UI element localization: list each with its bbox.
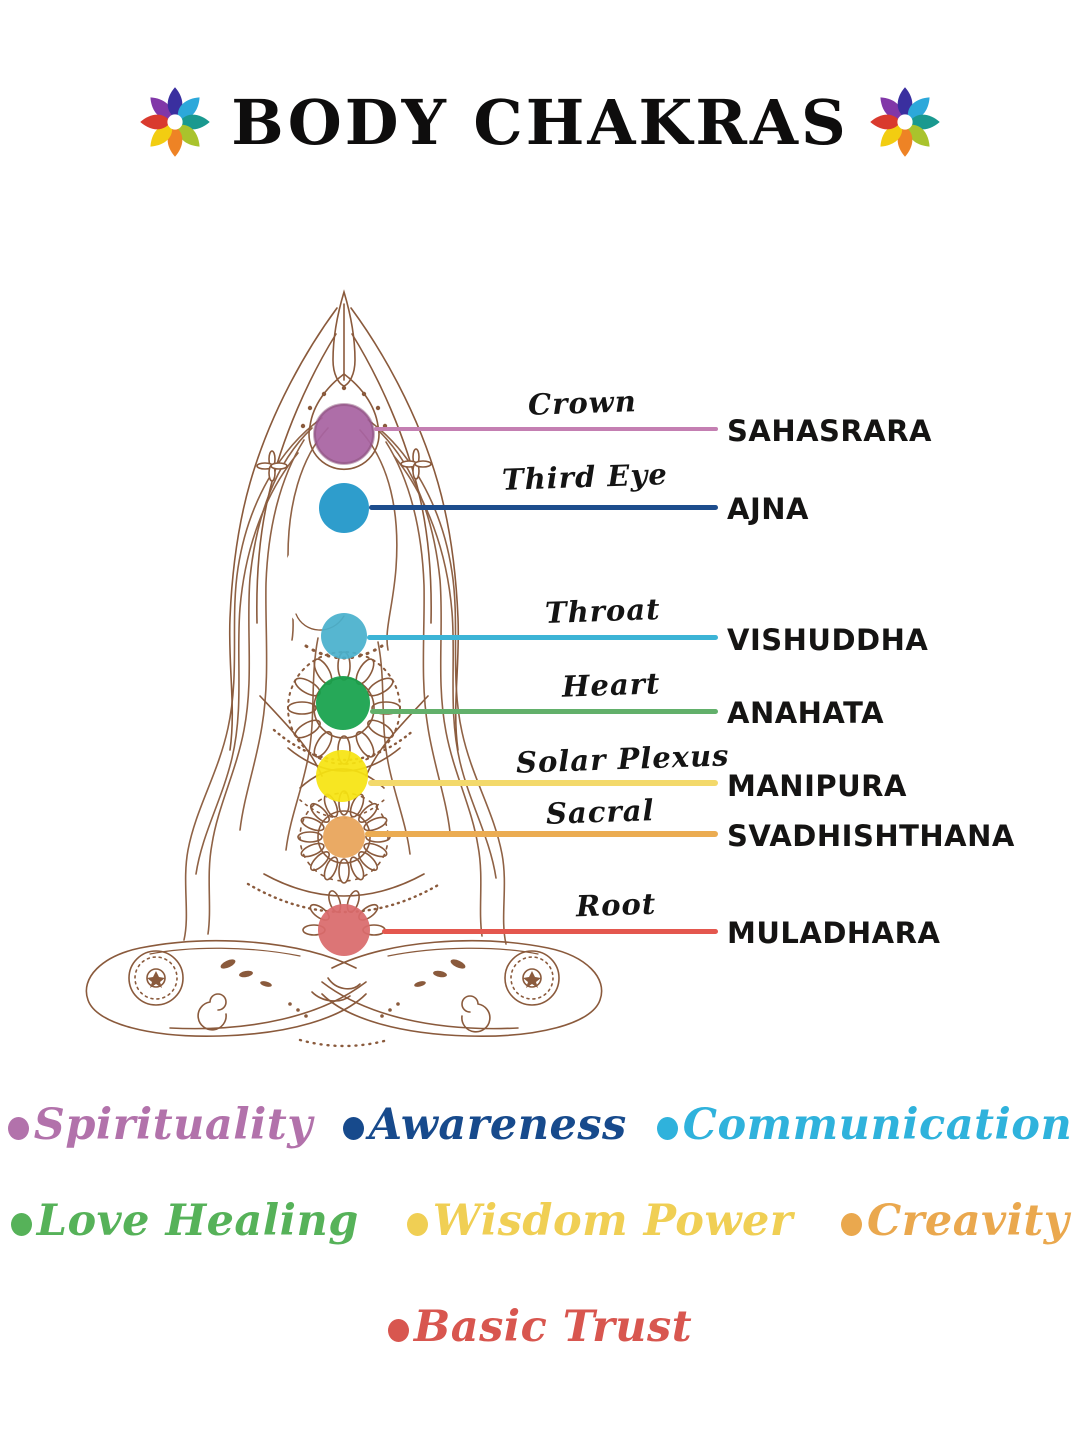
arms-and-hands (230, 292, 459, 750)
keyword-row-2: Love Healing Wisdom Power Creavity (0, 1196, 1080, 1246)
keyword-label: Basic Trust (413, 1302, 693, 1352)
flower-petal (150, 97, 173, 120)
third-eye-chakra-dot (319, 483, 369, 533)
sacral-pointer-line (365, 831, 718, 837)
third-eye-pointer-line (369, 505, 718, 510)
bullet-icon (342, 1116, 364, 1140)
keyword-label: Love Healing (36, 1196, 359, 1246)
keyword-label: Communication (682, 1100, 1073, 1150)
keyword-love-healing: Love Healing (10, 1196, 359, 1246)
bullet-icon (7, 1116, 29, 1140)
lotus-flower-icon-left (140, 87, 210, 157)
sacral-label: Sacral (545, 793, 656, 831)
keyword-label: Creavity (866, 1196, 1070, 1246)
solar-plexus-pointer-line (368, 780, 718, 786)
poster-title: BODY CHAKRAS (231, 85, 849, 159)
flower-petal (870, 114, 901, 130)
heart-chakra-dot (316, 676, 370, 730)
bullet-icon (406, 1212, 428, 1236)
heart-pointer-line (370, 709, 718, 714)
vishuddha-name: VISHUDDHA (727, 623, 929, 657)
flower-center (897, 114, 913, 130)
title-row: BODY CHAKRAS (0, 84, 1080, 160)
knee-rosette-left (129, 951, 183, 1005)
keyword-basic-trust: Basic Trust (387, 1302, 693, 1352)
bullet-icon (656, 1116, 678, 1140)
meditating-figure-illustration (60, 278, 630, 1068)
third-eye-label: Third Eye (501, 457, 669, 497)
keyword-row-1: Spirituality Awareness Communication (0, 1100, 1080, 1150)
heart-label: Heart (561, 666, 661, 704)
flower-petal (907, 97, 930, 120)
keyword-wisdom-power: Wisdom Power (406, 1196, 793, 1246)
bullet-icon (387, 1318, 409, 1342)
ajna-name: AJNA (727, 492, 809, 526)
solar-plexus-chakra-dot (316, 750, 368, 802)
muladhara-name: MULADHARA (727, 916, 941, 950)
crown-ornament (300, 374, 388, 469)
root-chakra-dot (318, 904, 370, 956)
keyword-spirituality: Spirituality (7, 1100, 313, 1150)
svadhishthana-name: SVADHISHTHANA (727, 819, 1015, 853)
keyword-label: Awareness (368, 1100, 627, 1150)
root-label: Root (575, 886, 657, 924)
flower-petals (870, 87, 940, 157)
bullet-icon (840, 1212, 862, 1236)
bullet-icon (10, 1212, 32, 1236)
leg-paisley-ornaments (220, 959, 466, 1018)
lotus-flower-icon-right (870, 87, 940, 157)
flower-petals (140, 87, 210, 157)
flower-petal (150, 124, 173, 147)
flower-petal (880, 97, 902, 120)
root-pointer-line (382, 929, 718, 934)
flower-center (167, 114, 183, 130)
keyword-communication: Communication (656, 1100, 1073, 1150)
keyword-awareness: Awareness (342, 1100, 627, 1150)
throat-chakra-dot (321, 613, 367, 659)
keyword-label: Spirituality (33, 1100, 313, 1150)
crown-pointer-line (374, 427, 718, 431)
solar-plexus-label: Solar Plexus (515, 738, 730, 780)
keyword-label: Wisdom Power (432, 1196, 793, 1246)
anahata-name: ANAHATA (727, 696, 885, 730)
manipura-name: MANIPURA (727, 769, 907, 803)
knee-rosette-right (505, 951, 559, 1005)
keyword-row-3: Basic Trust (0, 1302, 1080, 1352)
flower-petal (178, 97, 200, 120)
sahasrara-name: SAHASRARA (727, 414, 932, 448)
throat-label: Throat (544, 591, 662, 631)
crown-chakra-dot (313, 403, 375, 465)
flower-petal (880, 124, 902, 147)
crown-label: Crown (527, 384, 638, 422)
flower-petal (907, 124, 930, 147)
keyword-creavity: Creavity (840, 1196, 1070, 1246)
flower-petal (178, 124, 200, 147)
leg-swirls (198, 994, 490, 1032)
crossed-legs (86, 941, 601, 1046)
throat-pointer-line (367, 635, 718, 640)
arm-flower (401, 449, 431, 479)
flower-petal (140, 114, 171, 130)
sacral-chakra-dot (323, 816, 365, 858)
arm-flower (257, 451, 287, 481)
